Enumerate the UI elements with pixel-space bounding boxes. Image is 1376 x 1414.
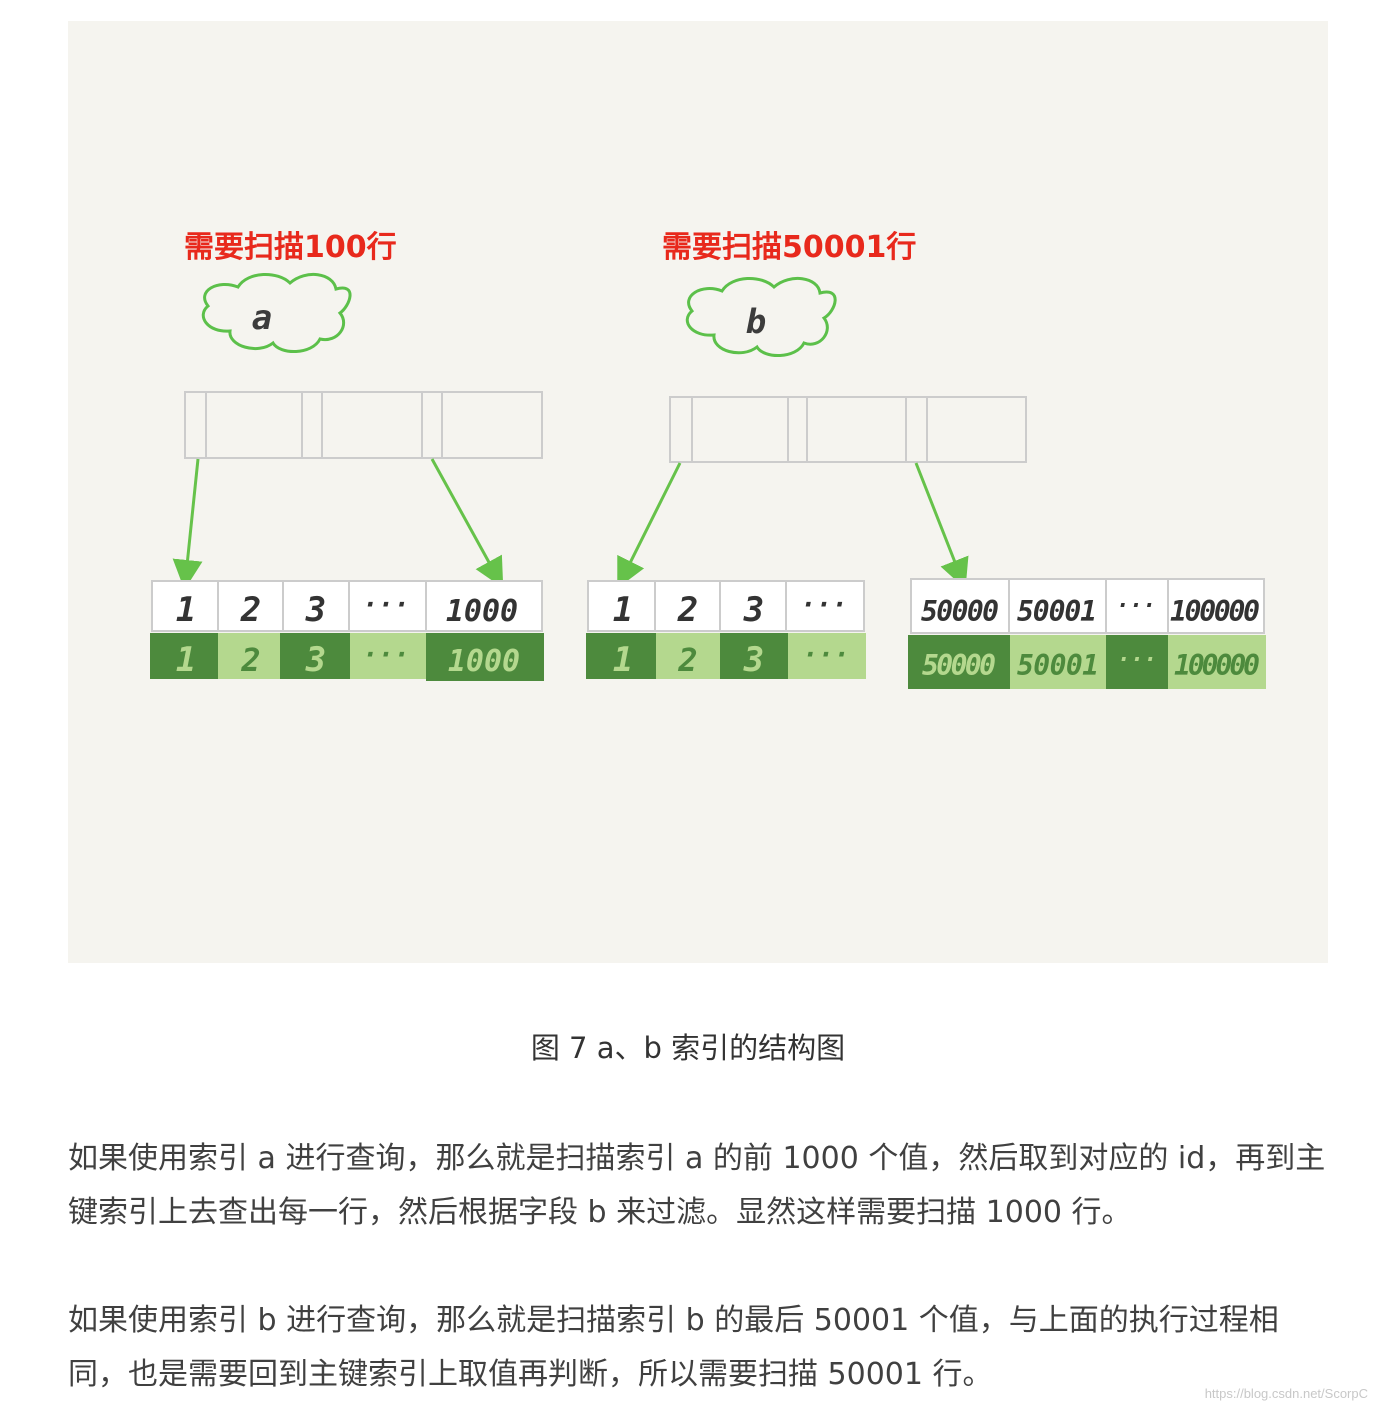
right-id-ellipsis: ···	[803, 640, 850, 670]
left-key-ellipsis: ···	[363, 590, 410, 620]
paragraph-index-a: 如果使用索引 a 进行查询，那么就是扫描索引 a 的前 1000 个值，然后取到…	[68, 1141, 1326, 1230]
watermark-link: https://blog.csdn.net/ScorpC	[1204, 1386, 1368, 1401]
left-key-3: 3	[305, 590, 326, 630]
left-id-1000: 1000	[448, 644, 520, 679]
left-key-2: 2	[240, 590, 261, 630]
right-arrow-2	[914, 462, 969, 589]
left-scan-label: 需要扫描100行	[184, 230, 397, 265]
left-key-1: 1	[176, 590, 196, 630]
right-key-2: 2	[677, 590, 698, 630]
right-key-ellipsis-2: ···	[1116, 594, 1156, 619]
figure-caption: 图 7 a、b 索引的结构图	[530, 1031, 846, 1065]
left-id-ellipsis: ···	[363, 640, 410, 670]
right-id-ellipsis-2: ···	[1117, 648, 1157, 673]
right-second-leaf-node: 50000 50001 ··· 100000 50000 50001 ··· 1…	[908, 578, 1266, 689]
left-root-node	[184, 391, 543, 459]
left-id-1: 1	[176, 640, 196, 680]
right-key-50001: 50001	[1017, 595, 1097, 628]
left-id-3: 3	[305, 640, 326, 680]
cloud-b-label: b	[746, 302, 766, 342]
right-scan-label: 需要扫描50001行	[662, 230, 916, 265]
right-id-1: 1	[613, 640, 633, 680]
right-key-1: 1	[613, 590, 633, 630]
right-id-50001: 50001	[1017, 649, 1099, 682]
left-leaf-node: 1 2 3 ··· 1000 1 2 3 ··· 1000	[150, 580, 544, 681]
left-arrow-2	[430, 458, 504, 589]
cloud-a-label: a	[252, 298, 272, 338]
cloud-a-icon	[201, 272, 352, 353]
right-id-100000: 100000	[1174, 649, 1260, 682]
right-id-50000: 50000	[922, 649, 996, 682]
left-id-2: 2	[240, 641, 260, 679]
index-structure-figure: 需要扫描100行 a 1 2 3 ··· 1000	[68, 21, 1328, 963]
right-key-ellipsis: ···	[801, 590, 848, 620]
left-arrow-1	[172, 458, 203, 590]
right-arrow-1	[617, 462, 682, 589]
right-root-node	[669, 396, 1027, 463]
right-id-2: 2	[677, 641, 697, 679]
paragraph-index-b: 如果使用索引 b 进行查询，那么就是扫描索引 b 的最后 50001 个值，与上…	[68, 1303, 1279, 1392]
cloud-b-icon	[685, 276, 837, 357]
right-key-100000: 100000	[1170, 595, 1260, 628]
left-key-1000: 1000	[446, 594, 518, 629]
index-structure-diagram: 需要扫描100行 a 1 2 3 ··· 1000	[150, 230, 1266, 689]
right-key-50000: 50000	[921, 595, 999, 628]
right-key-3: 3	[743, 590, 764, 630]
right-id-3: 3	[743, 640, 764, 680]
right-first-leaf-node: 1 2 3 ··· 1 2 3 ···	[586, 580, 866, 680]
